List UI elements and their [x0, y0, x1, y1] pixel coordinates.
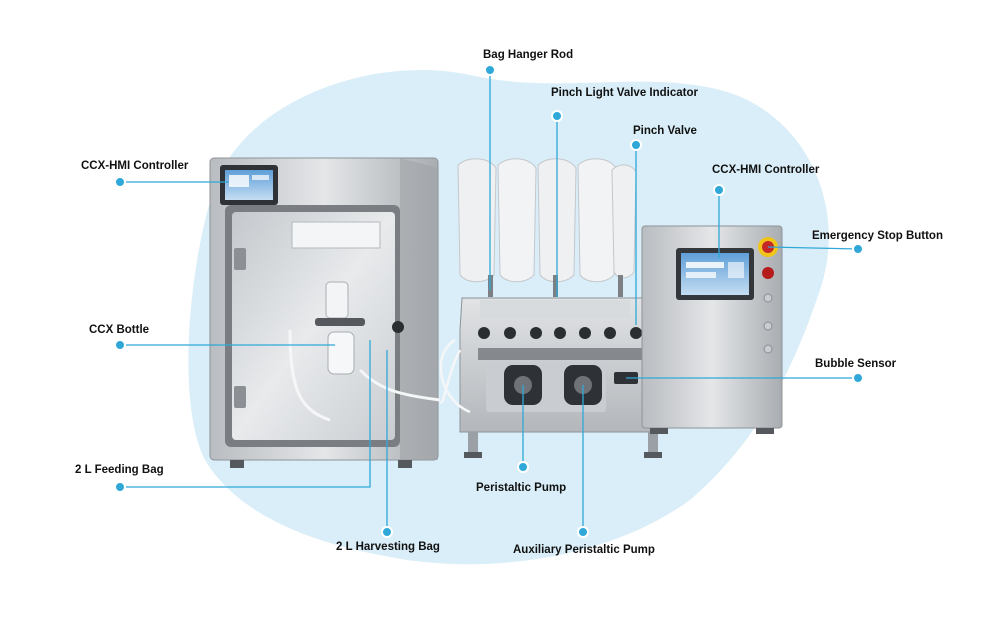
label-feeding-bag: 2 L Feeding Bag — [75, 464, 164, 476]
leader-dots — [114, 64, 864, 538]
dot-bubble-sensor — [852, 372, 864, 384]
label-emergency-stop-button: Emergency Stop Button — [812, 230, 943, 242]
dot-emergency-stop — [852, 243, 864, 255]
dot-aux-pump — [577, 526, 589, 538]
label-pinch-valve: Pinch Valve — [633, 125, 697, 137]
cell-culture-cabinet — [209, 157, 441, 468]
label-bubble-sensor: Bubble Sensor — [815, 358, 897, 370]
dot-ccx-bottle — [114, 339, 126, 351]
dot-pinch-light — [551, 110, 563, 122]
dot-peristaltic-pump — [517, 461, 529, 473]
label-hmi-controller-right: CCX-HMI Controller — [712, 164, 820, 176]
leader-emergency-stop — [767, 246, 859, 250]
label-ccx-bottle: CCX Bottle — [89, 324, 150, 336]
leader-feeding-bag — [120, 340, 371, 488]
dot-harvesting-bag — [381, 526, 393, 538]
label-auxiliary-peristaltic-pump: Auxiliary Peristaltic Pump — [513, 544, 655, 556]
label-peristaltic-pump: Peristaltic Pump — [476, 482, 567, 494]
dot-bag-hanger — [484, 64, 496, 76]
control-panel-cabinet — [641, 225, 783, 434]
pump-module — [439, 158, 662, 458]
dot-hmi-right — [713, 184, 725, 196]
leader-lines — [120, 70, 859, 532]
dot-hmi-left — [114, 176, 126, 188]
label-hmi-controller-left: CCX-HMI Controller — [81, 160, 189, 172]
label-bag-hanger-rod: Bag Hanger Rod — [483, 49, 574, 61]
label-harvesting-bag: 2 L Harvesting Bag — [336, 541, 440, 553]
dot-feeding-bag — [114, 481, 126, 493]
label-pinch-light-valve-indicator: Pinch Light Valve Indicator — [551, 87, 698, 99]
dot-pinch-valve — [630, 139, 642, 151]
